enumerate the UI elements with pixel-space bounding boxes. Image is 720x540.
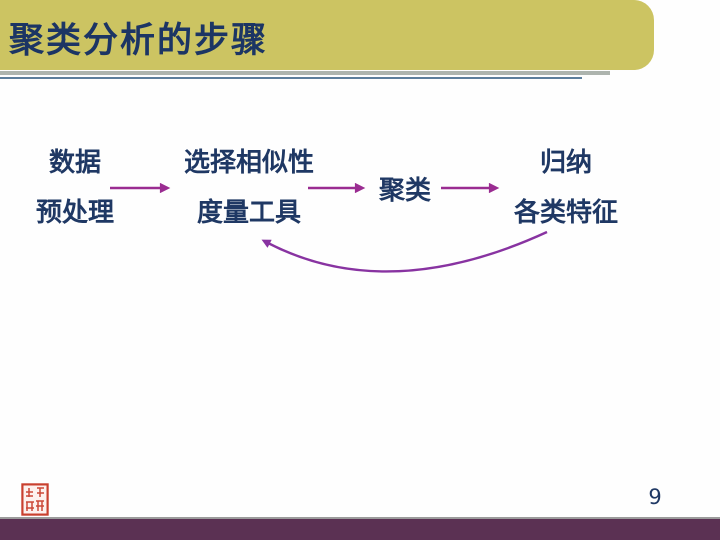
flow-step-label: 聚类 [378,176,431,206]
footer-divider [0,517,720,519]
slide-title: 聚类分析的步骤 [9,20,269,61]
header-divider-thick [0,71,610,75]
flow-step-summarize-features: 归纳 各类特征 [506,138,626,238]
flow-step-label: 数据 [48,148,101,178]
flow-step-label: 选择相似性 [183,148,314,178]
flow-step-similarity-measure: 选择相似性 度量工具 [170,138,328,238]
flow-step-label: 预处理 [35,198,114,228]
seal-stamp-icon [21,483,49,516]
flow-step-label: 归纳 [539,148,592,178]
flow-step-label: 度量工具 [196,198,301,228]
title-bar: 聚类分析的步骤 [0,0,654,70]
footer-bar [0,519,720,540]
header-divider-thin [0,77,582,79]
flow-step-label: 各类特征 [513,198,618,228]
flow-step-data-preprocessing: 数据 预处理 [18,138,132,238]
flow-step-clustering: 聚类 [372,166,438,216]
page-number: 9 [648,485,662,509]
